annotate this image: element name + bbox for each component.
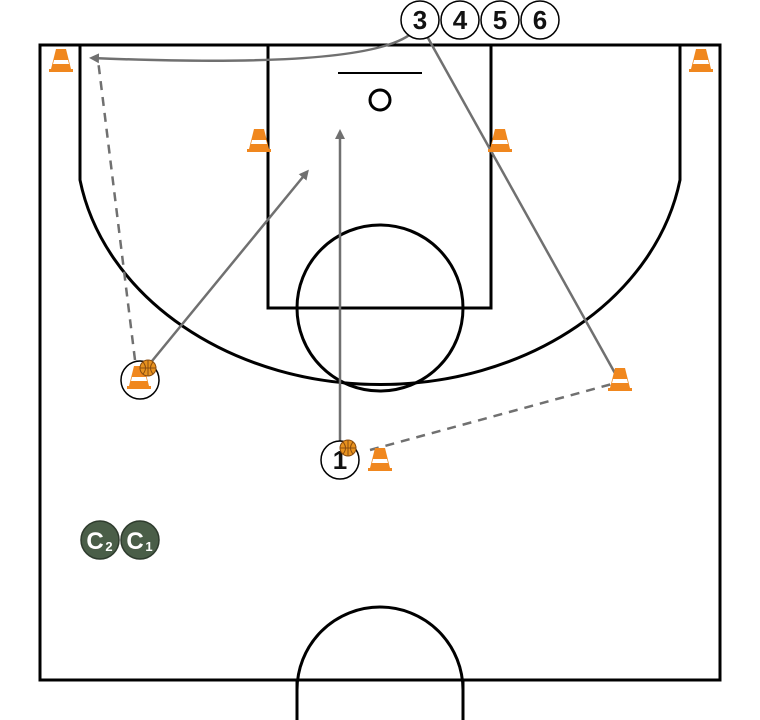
- center-circle: [295, 605, 465, 691]
- traffic-cone-icon: [247, 129, 271, 152]
- player-4-label: 4: [453, 5, 468, 35]
- cut-path-3-to-corner: [89, 29, 416, 64]
- traffic-cone-icon: [368, 448, 392, 471]
- traffic-cone-icon: [488, 129, 512, 152]
- player-5: 5: [480, 0, 520, 40]
- traffic-cone-icon: [608, 368, 632, 391]
- player-3-label: 3: [413, 5, 427, 35]
- player-3: 3: [400, 0, 440, 40]
- player-1: 1: [320, 439, 360, 480]
- basketball-icon: [139, 359, 157, 377]
- player-4: 4: [440, 0, 480, 40]
- movement-paths: [89, 29, 618, 458]
- player-2: 2: [120, 359, 160, 400]
- drive-path-player-2: [142, 169, 309, 373]
- paint-lane: [266, 43, 493, 310]
- coach-1: C 1: [120, 520, 160, 560]
- hoop: [368, 88, 392, 112]
- coach-1-number: 1: [145, 539, 152, 554]
- three-point-line: [78, 45, 682, 386]
- player-6-label: 6: [533, 5, 547, 35]
- player-6: 6: [520, 0, 560, 40]
- player-5-label: 5: [493, 5, 507, 35]
- coach-2: C 2: [80, 520, 120, 560]
- traffic-cone-icon: [689, 49, 713, 72]
- basketball-icon: [339, 439, 357, 457]
- free-throw-circle: [295, 223, 465, 393]
- cut-path-3-to-wing: [426, 37, 618, 376]
- traffic-cone-icon: [49, 49, 73, 72]
- coach-2-letter: C: [86, 528, 103, 555]
- pass-path-left: [96, 59, 137, 361]
- pass-path-right: [369, 382, 613, 452]
- coach-2-number: 2: [105, 539, 112, 554]
- coach-1-letter: C: [126, 528, 143, 555]
